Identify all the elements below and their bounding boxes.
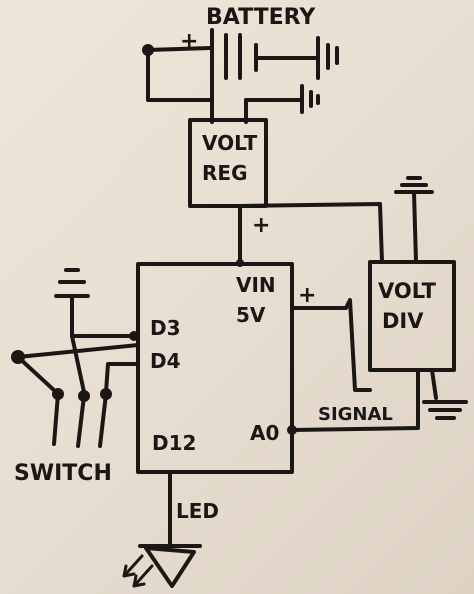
regulator-plus-sign: + [252, 213, 270, 238]
signal-label: SIGNAL [318, 404, 393, 425]
switch-pin [52, 392, 60, 446]
pin-vin-label: VIN [236, 273, 276, 297]
regulator-to-divider-wire [238, 202, 384, 264]
regulator-box [188, 118, 268, 208]
signal-wire [290, 368, 420, 432]
led-label: LED [176, 499, 219, 523]
divider-ground-wire-top [412, 190, 418, 264]
divider-wiring: + SIGNAL [287, 283, 420, 435]
microcontroller-board: VIN 5V D3 D4 D12 A0 [136, 259, 294, 474]
pin-d3-label: D3 [150, 316, 181, 340]
pin-5v-label: 5V [236, 303, 266, 327]
led: LED [122, 470, 219, 588]
vin-pin-dot [236, 259, 244, 267]
5v-to-divider-wire [290, 298, 372, 392]
battery-lead-top [146, 46, 212, 52]
switch: SWITCH [11, 268, 140, 486]
divider-ground-wire-bottom [430, 368, 438, 400]
switch-lead [70, 334, 86, 394]
led-triangle [144, 546, 196, 588]
pin-d4-label: D4 [150, 349, 181, 373]
voltage-divider: VOLT DIV [368, 176, 468, 420]
switch-lead [16, 355, 58, 394]
led-light-arrow [132, 564, 154, 588]
switch-label: SWITCH [14, 461, 112, 486]
battery: BATTERY + [142, 5, 339, 124]
board-outline [136, 262, 294, 474]
divider-label-line1: VOLT [378, 279, 437, 303]
pin-d12-label: D12 [152, 431, 196, 455]
battery-plus-sign: + [180, 29, 198, 54]
divider-label-line2: DIV [382, 309, 424, 333]
pin-a0-label: A0 [250, 421, 279, 445]
d4-wire [104, 362, 140, 394]
switch-pin [76, 394, 86, 448]
regulator-label-line1: VOLT [202, 131, 258, 155]
divider-plus-sign: + [298, 283, 316, 308]
regulator-label-line2: REG [202, 161, 247, 185]
battery-lead-left [146, 48, 214, 102]
battery-label: BATTERY [206, 5, 316, 30]
divider-box [368, 260, 456, 372]
switch-pin [98, 392, 108, 448]
voltage-regulator: VOLT REG + [188, 118, 384, 264]
led-light-arrow [122, 554, 144, 578]
switch-common-wire [16, 343, 140, 359]
